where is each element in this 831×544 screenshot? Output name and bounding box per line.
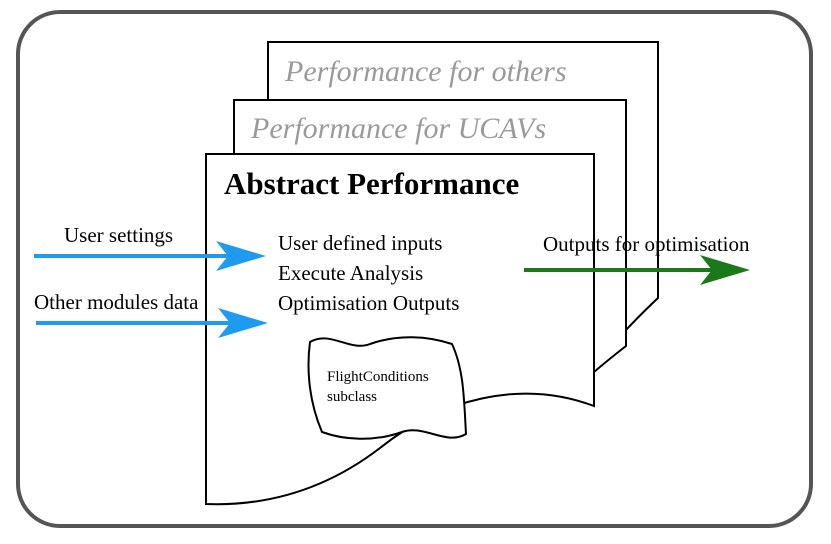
abstract-item-outputs: Optimisation Outputs: [278, 291, 459, 315]
layer-ucavs-title: Performance for UCAVs: [250, 112, 546, 145]
input-arrow-2-head: [218, 308, 268, 338]
abstract-item-user-inputs: User defined inputs: [278, 231, 442, 255]
input-arrow-1-label: User settings: [64, 223, 173, 247]
input-arrow-1-head: [216, 241, 266, 271]
output-arrow: Outputs for optimisation: [524, 232, 750, 285]
subclass-shape: [307, 336, 468, 440]
layer-others-title: Performance for others: [284, 55, 567, 88]
input-arrow-other-modules: Other modules data: [34, 290, 268, 338]
input-arrow-user-settings: User settings: [34, 223, 266, 271]
output-arrow-label: Outputs for optimisation: [543, 232, 750, 256]
abstract-item-execute: Execute Analysis: [278, 261, 423, 285]
flightconditions-subclass: FlightConditions subclass: [307, 336, 468, 440]
output-arrow-head: [700, 255, 750, 285]
input-arrow-2-label: Other modules data: [34, 290, 199, 314]
abstract-title: Abstract Performance: [224, 166, 519, 201]
abstract-page: [205, 153, 595, 506]
subclass-line-2: subclass: [327, 389, 377, 405]
layer-abstract: Abstract Performance User defined inputs…: [205, 153, 595, 506]
subclass-line-1: FlightConditions: [327, 369, 429, 385]
